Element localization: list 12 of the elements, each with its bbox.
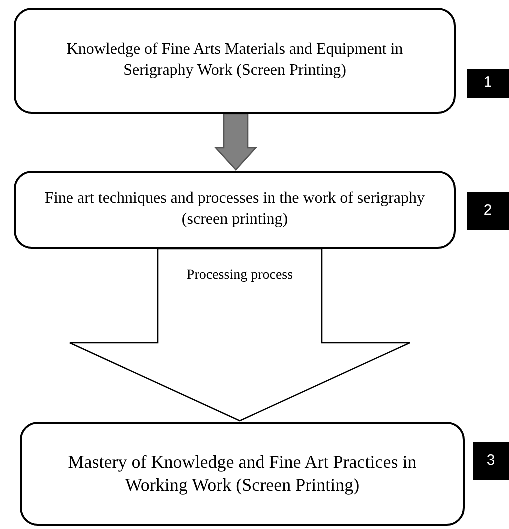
step-number: 3 xyxy=(473,442,509,480)
box-text: Mastery of Knowledge and Fine Art Practices in Working Work (Screen Printing) xyxy=(68,450,417,497)
block-arrow xyxy=(214,113,258,171)
edge-label: Processing process xyxy=(186,267,294,285)
process-box xyxy=(14,8,456,114)
step-number: 2 xyxy=(467,192,509,230)
block-arrow xyxy=(69,248,411,422)
step-number: 1 xyxy=(467,69,509,98)
process-box xyxy=(20,422,465,526)
process-box xyxy=(14,171,456,249)
box-text: Knowledge of Fine Arts Materials and Equipment in Serigraphy Work (Screen Printing) xyxy=(66,40,404,81)
box-text: Fine art techniques and processes in the work of serigraphy (screen printing) xyxy=(44,189,426,230)
